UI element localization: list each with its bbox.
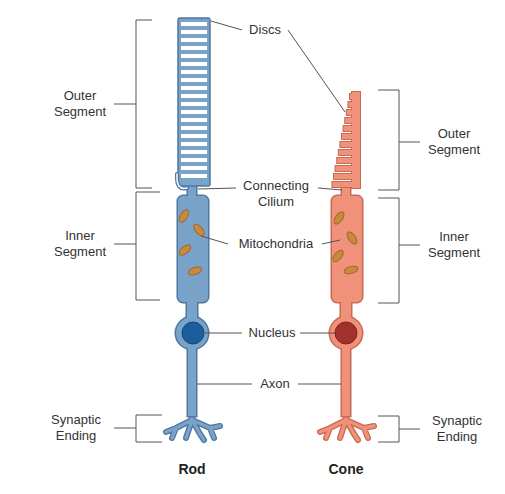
rod-cilium-hook-outline (177, 174, 187, 188)
cell-name: Cone (316, 461, 376, 477)
cell-name: Rod (166, 461, 218, 477)
part-label: Inner Segment (422, 229, 486, 261)
part-label: Nucleus (238, 325, 306, 341)
rod-outer-segment (178, 18, 210, 186)
rod-body-outline (176, 184, 208, 416)
leader-lines (197, 21, 345, 384)
rod-nucleus (182, 322, 204, 344)
part-label: Mitochondria (222, 236, 330, 252)
rod-cilium-hook (177, 174, 187, 188)
cone-nucleus (335, 322, 357, 344)
cone-body-outline (330, 184, 362, 416)
rod-body (176, 184, 208, 416)
cone-cell (320, 92, 374, 440)
rod-discs (181, 22, 207, 182)
part-label: Synaptic Ending (40, 412, 112, 444)
cone-outer-segment (332, 92, 360, 188)
brackets (114, 20, 420, 442)
part-label: Outer Segment (422, 126, 486, 158)
part-label: Connecting Cilium (228, 178, 324, 210)
part-label: Axon (248, 376, 302, 392)
cone-mitochondria (331, 210, 359, 275)
rod-mitochondria (177, 208, 206, 276)
cone-outer-outline (332, 92, 360, 188)
cone-body (330, 184, 362, 416)
part-label: Discs (238, 22, 292, 38)
part-label: Inner Segment (48, 228, 112, 260)
part-label: Synaptic Ending (420, 413, 494, 445)
part-label: Outer Segment (48, 88, 112, 120)
rod-cell (166, 18, 220, 440)
